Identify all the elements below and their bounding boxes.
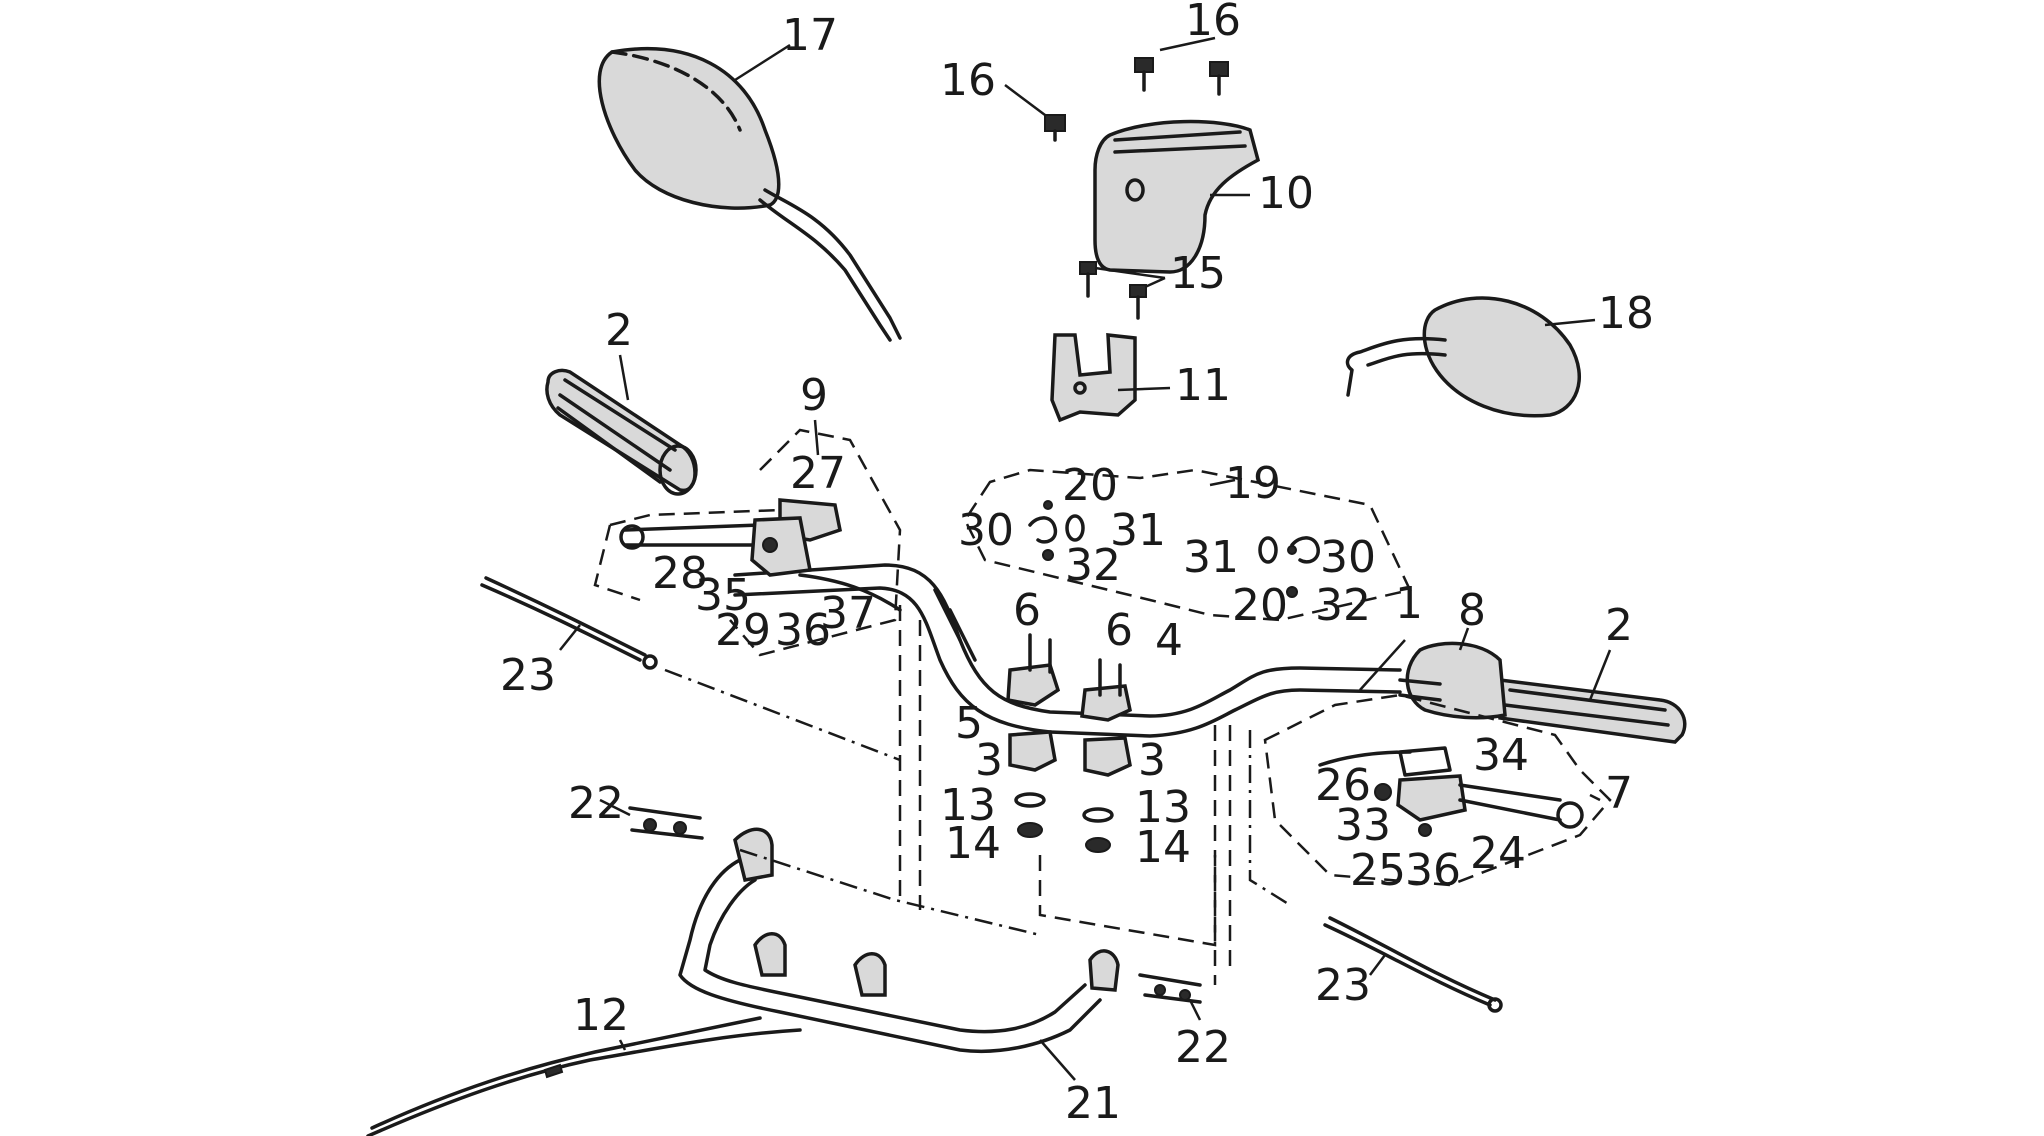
handlebar-clamps — [1006, 633, 1132, 853]
callout-19: 19 — [1225, 458, 1281, 509]
callout-36-left: 36 — [775, 605, 831, 656]
left-mirror — [597, 47, 902, 342]
bar-end-fixings — [1028, 500, 1320, 598]
callout-6-right: 6 — [1105, 605, 1133, 656]
callout-11: 11 — [1175, 360, 1231, 411]
callout-18: 18 — [1598, 288, 1654, 339]
callout-2-left: 2 — [605, 305, 633, 356]
callout-12: 12 — [573, 990, 629, 1041]
callout-6-left: 6 — [1013, 585, 1041, 636]
right-brake-lever — [1318, 746, 1584, 837]
callout-23-right: 23 — [1315, 960, 1371, 1011]
callout-8: 8 — [1458, 585, 1486, 636]
cable-guides — [628, 806, 1202, 1004]
callout-25: 25 — [1350, 845, 1406, 896]
left-grip — [545, 368, 698, 496]
callout-23-left: 23 — [500, 650, 556, 701]
callout-32-top: 32 — [1065, 540, 1121, 591]
callout-20-bottom: 20 — [1232, 580, 1288, 631]
callout-29: 29 — [715, 605, 771, 656]
callout-27: 27 — [790, 448, 846, 499]
callout-4: 4 — [1155, 615, 1183, 666]
callout-30-right: 30 — [1320, 532, 1376, 583]
handlebar-tube — [733, 563, 1402, 738]
callout-31-left: 31 — [1110, 505, 1166, 556]
callout-24: 24 — [1470, 828, 1526, 879]
callout-35: 35 — [695, 570, 751, 621]
callout-30-left: 30 — [958, 505, 1014, 556]
callout-34: 34 — [1473, 730, 1529, 781]
callout-16-left: 16 — [940, 55, 996, 106]
callout-5: 5 — [955, 698, 983, 749]
callout-13-right: 13 — [1135, 782, 1191, 833]
callout-labels: 17 16 16 10 15 11 18 2 9 27 20 19 30 31 … — [500, 0, 1654, 1129]
callout-20-top: 20 — [1062, 460, 1118, 511]
callout-28: 28 — [652, 548, 708, 599]
callout-13-left: 13 — [940, 780, 996, 831]
callout-22-right: 22 — [1175, 1022, 1231, 1073]
callout-22-left: 22 — [568, 778, 624, 829]
callout-14-right: 14 — [1135, 822, 1191, 873]
callout-36-right: 36 — [1405, 845, 1461, 896]
left-brake-lever — [619, 498, 902, 612]
right-mirror — [1345, 296, 1581, 418]
callout-33: 33 — [1335, 800, 1391, 851]
callout-21: 21 — [1065, 1078, 1121, 1129]
leader-lines — [559, 36, 1612, 1081]
right-switch-housing — [1398, 641, 1507, 720]
screws — [1044, 57, 1229, 320]
cover-bracket — [1050, 333, 1137, 423]
callout-3-left: 3 — [975, 735, 1003, 786]
callout-3-right: 3 — [1138, 735, 1166, 786]
cables — [366, 576, 1503, 1136]
callout-26: 26 — [1315, 760, 1371, 811]
callout-10: 10 — [1258, 168, 1314, 219]
right-grip — [1498, 678, 1687, 744]
callout-17: 17 — [782, 10, 838, 61]
callout-37: 37 — [820, 588, 876, 639]
routing-lines — [593, 428, 1612, 985]
callout-32-bottom: 32 — [1315, 580, 1371, 631]
callout-7: 7 — [1605, 768, 1633, 819]
callout-9: 9 — [800, 370, 828, 421]
callout-2-right: 2 — [1605, 600, 1633, 651]
callout-14-left: 14 — [945, 818, 1001, 869]
callout-1: 1 — [1395, 578, 1423, 629]
callout-15: 15 — [1170, 248, 1226, 299]
callout-16-top: 16 — [1185, 0, 1241, 46]
handlebar-cover — [1093, 119, 1261, 274]
callout-31-right: 31 — [1183, 532, 1239, 583]
lower-support-bar — [678, 827, 1120, 1054]
